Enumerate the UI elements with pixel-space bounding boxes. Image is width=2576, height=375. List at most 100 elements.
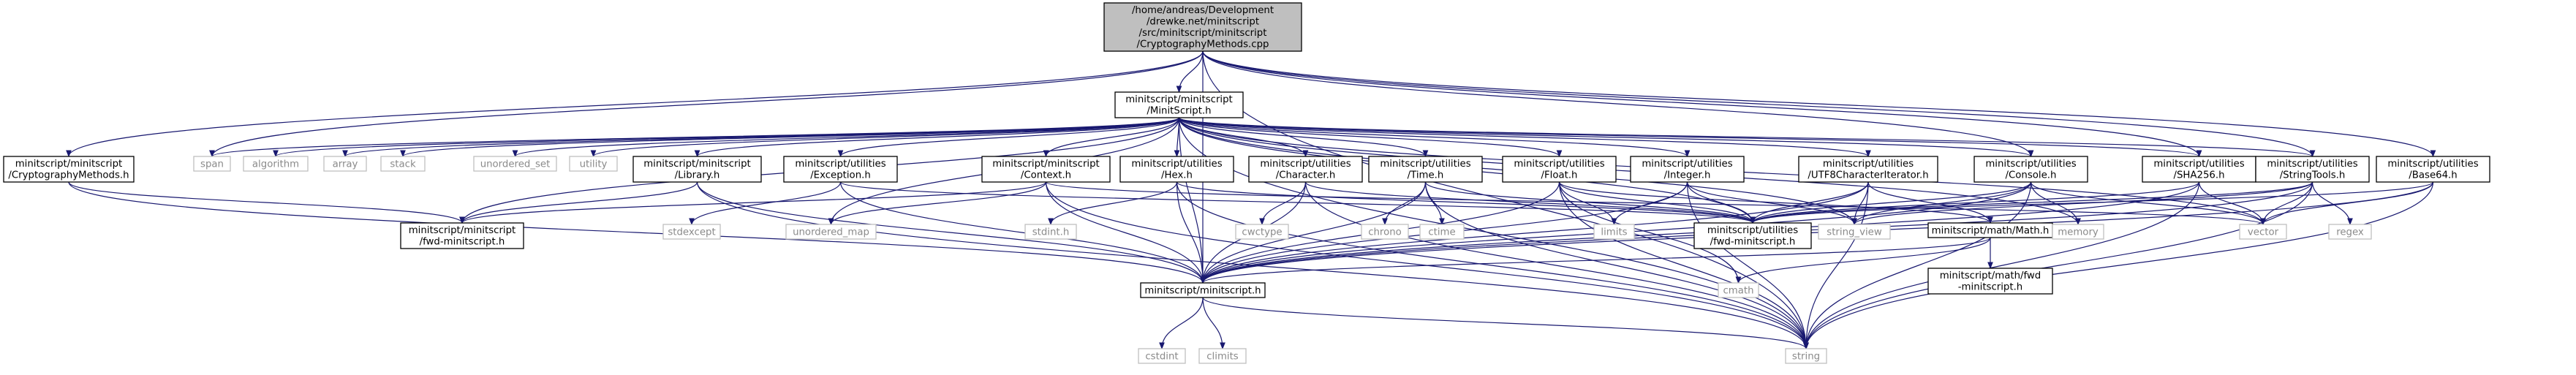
include-edge-hex-to-string	[1176, 181, 1807, 349]
node-box	[1103, 2, 1302, 52]
include-edge-minitscript-to-memory	[1178, 117, 2079, 224]
node-unordered_map: unordered_map	[785, 224, 877, 240]
node-label-line: limits	[1601, 227, 1627, 238]
node-label-line: /CryptographyMethods.h	[8, 170, 129, 181]
node-float[interactable]: minitscript/utilities/Float.h	[1502, 156, 1617, 183]
node-console[interactable]: minitscript/utilities/Console.h	[1973, 156, 2088, 183]
node-minitscript[interactable]: minitscript/minitscript/MinitScript.h	[1114, 91, 1244, 118]
node-label-line: unordered_map	[793, 227, 869, 238]
include-edge-context-to-vector	[1045, 181, 2264, 225]
include-edge-context-to-minith	[1045, 181, 1204, 283]
node-hex[interactable]: minitscript/utilities/Hex.h	[1119, 156, 1234, 183]
include-edge-minitscript-to-unordered_set	[515, 117, 1180, 157]
include-edge-library-to-minith	[696, 181, 1204, 283]
node-box	[3, 156, 135, 183]
node-label-line: memory	[2058, 227, 2099, 238]
node-label-line: minitscript/minitscript	[992, 159, 1100, 170]
node-box	[2376, 156, 2490, 183]
node-box	[783, 156, 898, 183]
node-box	[2052, 224, 2104, 240]
include-edge-stringtools-to-regex	[2311, 181, 2351, 225]
node-label-line: string	[1792, 351, 1820, 362]
node-stack: stack	[380, 156, 426, 172]
node-label-line: /Hex.h	[1161, 170, 1193, 181]
include-edge-utf8-to-fwdutil	[1753, 181, 1869, 224]
include-edge-float-to-math	[1558, 181, 1991, 224]
node-box	[1785, 348, 1827, 364]
node-vector: vector	[2239, 224, 2287, 240]
node-cwctype: cwctype	[1235, 224, 1289, 240]
node-box	[473, 156, 557, 172]
include-edge-float-to-cmath	[1558, 181, 1739, 283]
node-label-line: minitscript/math/fwd	[1940, 270, 2041, 281]
node-limits: limits	[1593, 224, 1635, 240]
node-fwdmin[interactable]: minitscript/minitscript/fwd-minitscript.…	[400, 222, 524, 249]
node-sha256[interactable]: minitscript/utilities/SHA256.h	[2142, 156, 2256, 183]
node-box	[2328, 224, 2372, 240]
node-box	[380, 156, 426, 172]
node-box	[632, 156, 762, 183]
node-label-line: minitscript/utilities	[1131, 159, 1222, 170]
node-label-line: cwctype	[1242, 227, 1282, 238]
node-box	[1630, 156, 1745, 183]
include-edge-root-to-cryptoh	[69, 50, 1204, 156]
node-integer[interactable]: minitscript/utilities/Integer.h	[1630, 156, 1745, 183]
node-memory: memory	[2052, 224, 2104, 240]
include-edge-console-to-string	[1806, 181, 2032, 349]
node-label-line: chrono	[1368, 227, 1402, 238]
include-edge-root-to-minitscript	[1179, 50, 1204, 92]
node-character[interactable]: minitscript/utilities/Character.h	[1248, 156, 1363, 183]
node-label-line: /fwd-minitscript.h	[420, 237, 505, 248]
node-box	[1361, 224, 1409, 240]
node-library[interactable]: minitscript/minitscript/Library.h	[632, 156, 762, 183]
include-edge-context-to-fwdmin	[462, 181, 1047, 224]
node-label-line: minitscript/utilities	[1985, 159, 2076, 170]
node-context[interactable]: minitscript/minitscript/Context.h	[981, 156, 1111, 183]
include-edge-math-to-minith	[1203, 237, 1991, 284]
node-label-line: /src/minitscript/minitscript	[1139, 28, 1267, 39]
node-label-line: cstdint	[1145, 351, 1178, 362]
include-edge-utf8-to-minith	[1203, 181, 1869, 283]
include-edge-minitscript-to-library	[698, 117, 1180, 157]
include-edge-cryptoh-to-fwdmin	[68, 181, 462, 224]
file-nodes: /home/andreas/Development/drewke.net/min…	[3, 2, 2490, 364]
include-edge-hex-to-fwdutil	[1176, 181, 1753, 224]
node-cryptoh[interactable]: minitscript/minitscript/CryptographyMeth…	[3, 156, 135, 183]
node-exception[interactable]: minitscript/utilities/Exception.h	[783, 156, 898, 183]
node-base64[interactable]: minitscript/utilities/Base64.h	[2376, 156, 2490, 183]
node-stringtools[interactable]: minitscript/utilities/StringTools.h	[2255, 156, 2370, 183]
node-label-line: minitscript/utilities	[2267, 159, 2357, 170]
node-root[interactable]: /home/andreas/Development/drewke.net/min…	[1103, 2, 1302, 52]
node-utf8[interactable]: minitscript/utilities/UTF8CharacterItera…	[1798, 156, 1938, 183]
node-box	[1693, 222, 1812, 249]
include-edge-context-to-unordered_map	[831, 181, 1047, 225]
node-box	[2239, 224, 2287, 240]
node-cmath: cmath	[1718, 282, 1759, 298]
node-label-line: /home/andreas/Development	[1132, 5, 1274, 16]
node-box	[662, 224, 721, 240]
node-label-line: vector	[2248, 227, 2279, 238]
node-span: span	[193, 156, 231, 172]
node-ctime: ctime	[1419, 224, 1465, 240]
node-fwdutil[interactable]: minitscript/utilities/fwd-minitscript.h	[1693, 222, 1812, 249]
include-edge-character-to-cwctype	[1262, 181, 1307, 225]
include-edge-stringtools-to-string_view	[1854, 181, 2314, 225]
node-time[interactable]: minitscript/utilities/Time.h	[1368, 156, 1483, 183]
node-minith[interactable]: minitscript/minitscript.h	[1140, 282, 1266, 298]
include-edge-minitscript-to-stack	[403, 117, 1180, 157]
node-math[interactable]: minitscript/math/Math.h	[1927, 222, 2053, 238]
node-label-line: climits	[1206, 351, 1239, 362]
node-label-line: minitscript/minitscript	[15, 159, 123, 170]
node-label-line: /Base64.h	[2409, 170, 2457, 181]
node-label-line: /SHA256.h	[2173, 170, 2224, 181]
include-edge-minitscript-to-utility	[594, 117, 1180, 157]
node-label-line: ctime	[1428, 227, 1455, 238]
node-label-line: /Float.h	[1541, 170, 1578, 181]
node-label-line: minitscript/utilities	[1260, 159, 1351, 170]
node-box	[569, 156, 618, 172]
include-edge-stringtools-to-vector	[2263, 181, 2314, 225]
node-label-line: regex	[2336, 227, 2364, 238]
node-mathfwd[interactable]: minitscript/math/fwd-minitscript.h	[1927, 268, 2053, 295]
include-edge-character-to-fwdutil	[1304, 181, 1753, 224]
